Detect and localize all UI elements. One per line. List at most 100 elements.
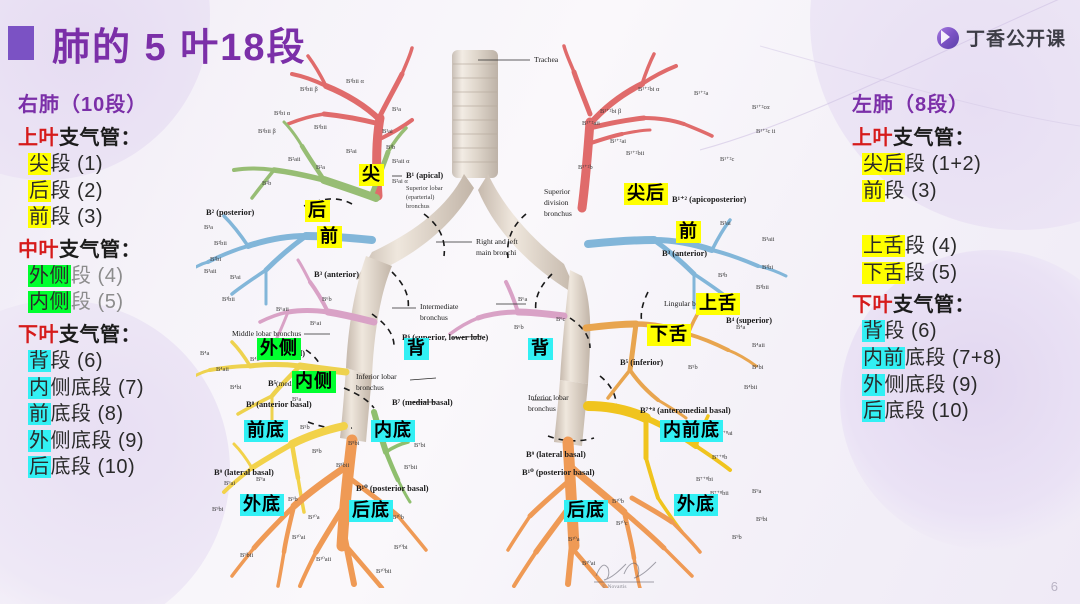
figure-annotation: Inferior lobar (356, 372, 397, 381)
lobe-name: 上叶 (18, 127, 59, 149)
segment-keyword: 后 (28, 179, 51, 202)
segment-keyword: 外侧 (28, 264, 71, 287)
lobe-name: 中叶 (18, 238, 59, 261)
figure-annotation: B¹ (apical) (406, 171, 444, 180)
figure-annotation: B²ai (346, 148, 357, 155)
figure-annotation: B¹ai (382, 128, 393, 135)
segment-keyword: 后 (28, 456, 51, 479)
segment-detail: 侧底段 (9) (884, 373, 978, 396)
lobe-heading: 上叶支气管： (18, 121, 228, 150)
figure-annotation: B²bii (214, 240, 227, 247)
segment-row: 内侧底段 (7) (28, 376, 228, 401)
figure-annotation: B¹⁰ (posterior basal) (356, 484, 429, 493)
figure-annotation: B⁶c (556, 316, 566, 323)
brand-logo: 丁香公开课 (936, 24, 1066, 51)
lobe-suffix: 支气管： (59, 238, 141, 261)
figure-annotation: B¹⁺²aii (582, 120, 600, 127)
figure-annotation: B¹⁰a (568, 536, 580, 543)
figure-annotation: B¹bii α (346, 78, 364, 85)
segment-keyword: 内前 (862, 346, 905, 369)
lobe-suffix: 支气管： (59, 127, 141, 149)
figure-annotation: bronchus (544, 209, 572, 218)
figure-annotation: B³bi (762, 264, 774, 271)
segment-keyword: 下舌 (862, 261, 905, 284)
figure-annotation: B¹⁺²c (720, 156, 735, 163)
segment-detail: 段 (3) (50, 206, 103, 229)
figure-credit: © Novartis (602, 584, 627, 590)
segment-detail: 段 (6) (50, 349, 103, 372)
figure-annotation: Superior (544, 187, 571, 196)
segment-row: 前段 (3) (862, 179, 1077, 204)
figure-annotation: B⁶a (518, 296, 528, 303)
segment-row: 背段 (6) (28, 349, 228, 374)
figure-segment-label: 尖 (359, 164, 384, 186)
figure-annotation: division (544, 198, 569, 207)
figure-annotation: B⁶aii (276, 306, 289, 313)
figure-annotation: B⁷bi (414, 442, 426, 449)
segment-keyword: 内 (28, 376, 51, 399)
figure-annotation: B⁵b (688, 364, 698, 371)
figure-annotation: Superior lobar (406, 185, 443, 192)
figure-annotation: B⁵b (300, 424, 310, 431)
figure-annotation: B²aii α (392, 158, 410, 165)
figure-annotation: B⁸bi (348, 440, 360, 447)
figure-annotation: B⁸b (312, 448, 322, 455)
figure-annotation: B⁵a (292, 396, 302, 403)
figure-annotation: Intermediate (420, 302, 459, 311)
right-lung-panel: 右肺（10段） 上叶支气管：尖段 (1)后段 (2)前段 (3)中叶支气管：外侧… (18, 88, 228, 483)
figure-annotation: B²ai α (392, 178, 408, 185)
segment-row: 尖后段 (1+2) (862, 153, 1077, 177)
figure-annotation: (medial) (276, 379, 302, 388)
figure-annotation: B²bi (210, 256, 222, 263)
figure-annotation: Trachea (534, 55, 559, 64)
segment-row: 后底段 (10) (28, 456, 228, 480)
segment-row: 尖段 (1) (28, 153, 228, 177)
figure-annotation: B⁴bi (752, 364, 764, 371)
right-lung-group-list: 上叶支气管：尖段 (1)后段 (2)前段 (3)中叶支气管：外侧段 (4)内侧段… (18, 121, 228, 480)
figure-annotation: bronchus (420, 313, 448, 322)
figure-annotation: B¹bii (314, 124, 327, 131)
figure-annotation: B¹⁰ai (582, 560, 596, 567)
figure-segment-label: 前底 (244, 420, 288, 442)
segment-detail: 底段 (8) (50, 403, 124, 426)
figure-annotation: B¹bii β (258, 128, 276, 135)
lobe-heading: 上叶支气管： (852, 121, 1077, 150)
figure-annotation: B³bii (222, 296, 235, 303)
figure-annotation: B¹⁰b (392, 514, 404, 521)
figure-annotation: B⁹bii (240, 552, 254, 559)
figure-annotation: B¹⁺² (apicoposterior) (672, 195, 747, 204)
figure-annotation: B⁷bii (404, 464, 418, 471)
figure-annotation: B³a (204, 224, 214, 231)
figure-annotation: B⁶b (514, 324, 524, 331)
figure-segment-label: 内侧 (292, 371, 336, 393)
figure-segment-label: 上舌 (696, 293, 740, 315)
figure-annotation: Lingular bronchus (664, 299, 720, 308)
figure-annotation: B⁸bii (336, 462, 350, 469)
segment-keyword: 外 (28, 429, 51, 452)
segment-row: 下舌段 (5) (862, 261, 1077, 286)
segment-detail: 段 (4) (905, 235, 958, 258)
figure-annotation: bronchus (528, 404, 556, 413)
segment-row: 内侧段 (5) (28, 291, 228, 315)
figure-annotation: B⁶ (superior, lower lobe) (402, 333, 489, 342)
figure-annotation: main bronchi (476, 248, 517, 257)
figure-annotation: B³ai (720, 220, 731, 227)
segment-row: 内前底段 (7+8) (862, 346, 1077, 371)
figure-annotation: B¹b (386, 144, 396, 151)
figure-annotation: B³b (718, 272, 728, 279)
segment-detail: 段 (1) (50, 153, 103, 175)
segment-row: 后段 (2) (28, 179, 228, 204)
figure-annotation: B⁵ (268, 379, 277, 388)
title-accent-square (8, 26, 34, 60)
figure-annotation: B⁹b (732, 534, 742, 541)
figure-annotation: bronchus (356, 383, 384, 392)
segment-detail: 段 (2) (50, 179, 103, 202)
figure-annotation: B⁹a (256, 476, 266, 483)
figure-annotation: B⁹bi (756, 516, 768, 523)
segment-keyword: 内侧 (28, 291, 71, 314)
figure-annotation: B¹⁺²a (694, 90, 709, 97)
page-title: 肺的 5 叶18段 (52, 27, 307, 69)
segment-keyword: 尖后 (862, 153, 905, 175)
figure-annotation: B³aii (204, 268, 217, 275)
